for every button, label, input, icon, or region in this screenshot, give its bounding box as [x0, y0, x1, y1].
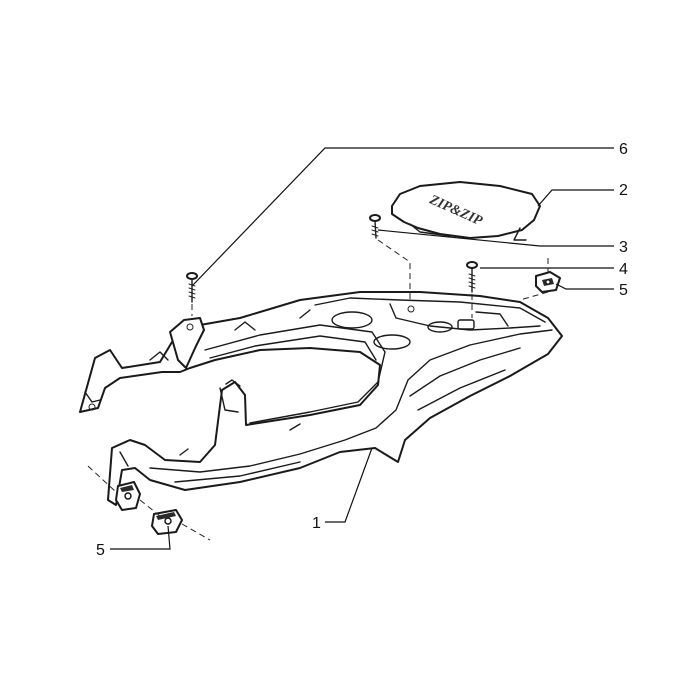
callout-1: 1: [312, 515, 321, 532]
callout-5-right: 5: [619, 282, 628, 299]
callout-2: 2: [619, 182, 628, 199]
top-cover: ZIP&ZIP: [391, 181, 541, 241]
callout-labels: 6 2 3 4 5 1 5: [96, 141, 628, 559]
clip-nut-left-upper: [115, 481, 141, 511]
callout-5-left: 5: [96, 542, 105, 559]
clip-nut-right: [535, 271, 561, 293]
leader-lines: [110, 147, 614, 550]
screw-part-4: [466, 261, 478, 293]
screw-part-6: [186, 272, 198, 303]
rear-body-frame: [79, 291, 563, 506]
assembly-axes: [87, 239, 549, 541]
callout-3: 3: [619, 239, 628, 256]
screw-part-3: [369, 214, 381, 239]
callout-6: 6: [619, 141, 628, 158]
callout-4: 4: [619, 261, 628, 278]
